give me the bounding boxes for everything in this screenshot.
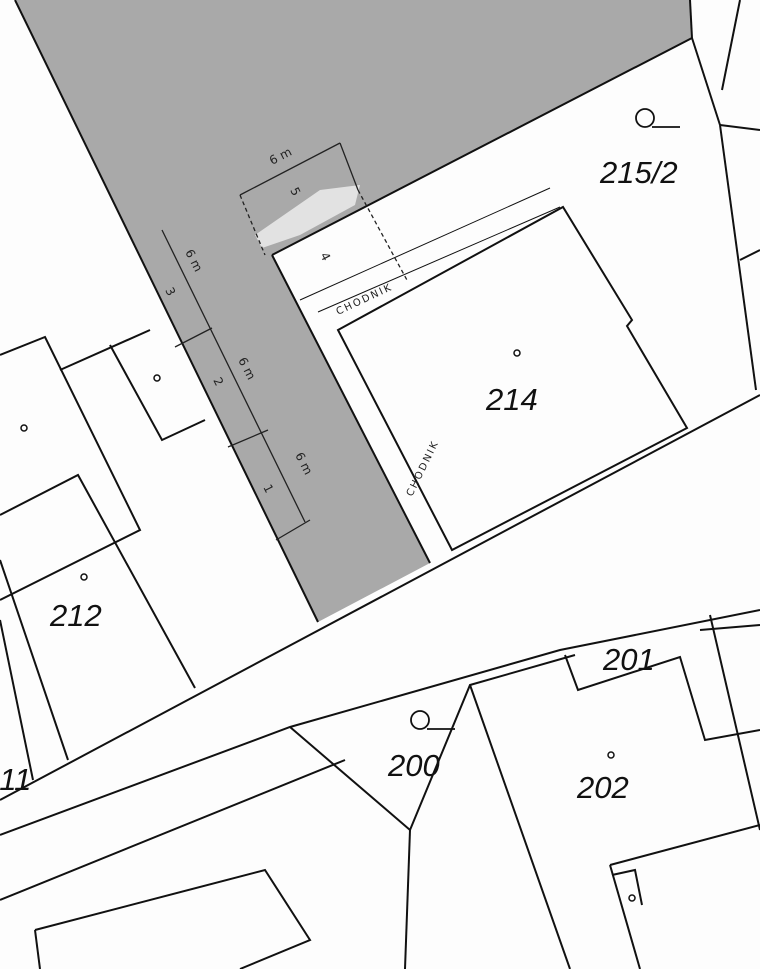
space-number: 4 [317,250,333,263]
well-icon [635,108,680,128]
parcel-label: 211 [0,762,31,797]
parcel-label: 212 [49,598,102,633]
erased-patch [255,185,360,248]
parcel-label: 215/2 [599,155,678,190]
shaded-area [15,0,692,622]
parcel-label: 200 [387,748,440,783]
sidewalk-label: CHODNIK [335,282,395,318]
well-icon [410,710,455,730]
point-markers [20,349,636,902]
parcel-label: 201 [602,642,655,677]
dimension-lines [161,142,409,541]
parcel-label: 214 [485,382,538,417]
parcel-label: 202 [576,770,629,805]
